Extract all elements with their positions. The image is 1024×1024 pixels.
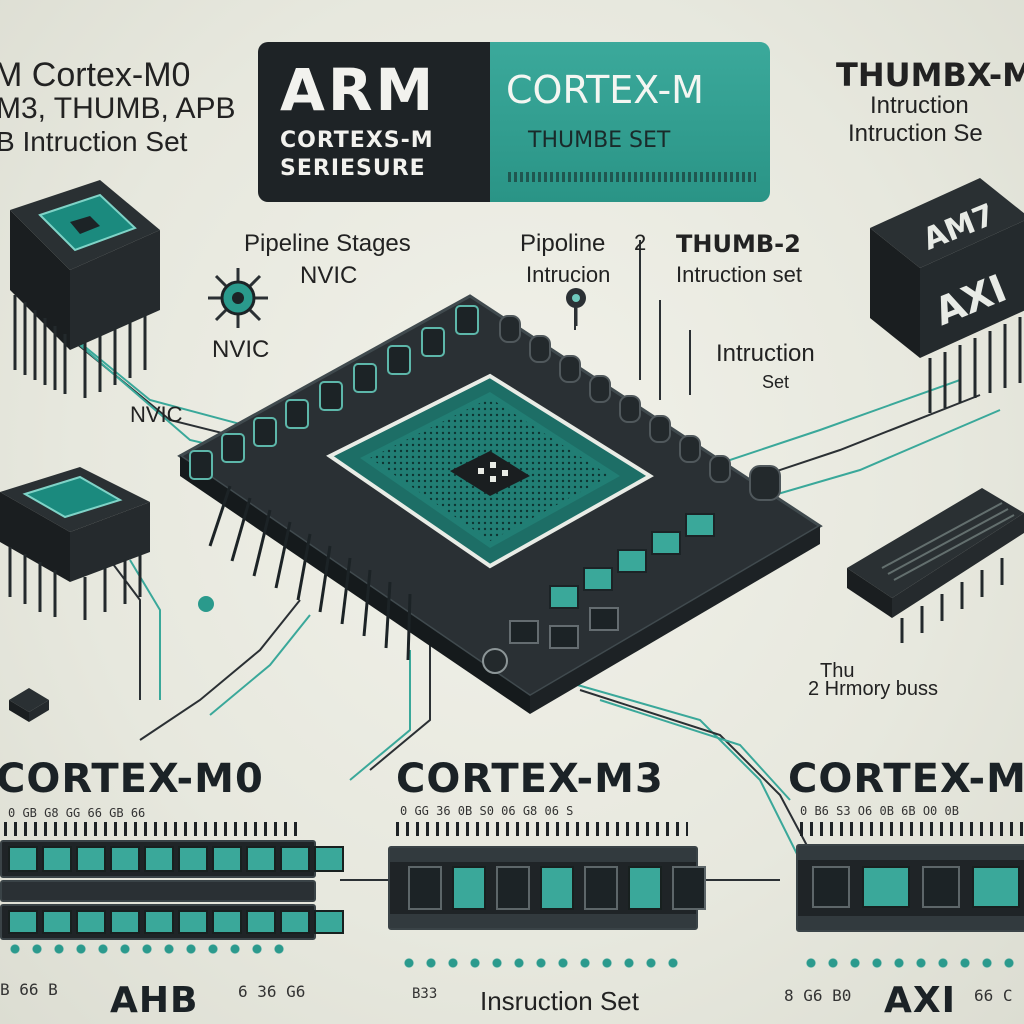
nvic-gear-icon (208, 268, 268, 328)
teal-title: CORTEX-M (506, 68, 704, 112)
m0-top-ticks (4, 822, 304, 836)
m7-dot-row (800, 958, 1024, 968)
label-intrucion: Intrucion (526, 262, 611, 287)
title-dark-block: ARM CORTEXS-M SERIESURE (258, 42, 490, 202)
arm-logo-text: ARM (280, 56, 437, 124)
label-nvic-left: NVIC (212, 336, 270, 363)
label-thumb2-set: Intruction set (676, 262, 802, 287)
top-left-line-1: M Cortex-M0 (0, 56, 191, 94)
label-pipoline: Pipoline (520, 230, 606, 257)
label-nvic-top: NVIC (300, 262, 358, 289)
m0-bottom-numbers-2: 6 36 G6 (238, 982, 306, 1001)
label-pipoline-number: 2 (634, 230, 647, 255)
probe-icon (566, 288, 586, 326)
top-right-line-1: THUMBX-M (836, 56, 1024, 94)
top-left-line-3: B Intruction Set (0, 126, 188, 157)
m3-top-ticks (396, 822, 688, 836)
label-pipeline-stages: Pipeline Stages (244, 230, 411, 257)
label-memory-bus: 2 Hrmory buss (808, 678, 939, 700)
right-axi-chip (870, 178, 1024, 413)
title-subline-1: CORTEXS-M (280, 128, 434, 153)
ahb-label: AHB (110, 980, 199, 1021)
title-subline-2: SERIESURE (280, 156, 426, 181)
m3-title: CORTEX-M3 (396, 756, 664, 802)
teal-dot (198, 596, 214, 612)
m3-dot-row (398, 958, 688, 968)
right-memory-chip (847, 488, 1024, 643)
teal-barcode (508, 172, 756, 182)
central-processor-board (177, 294, 823, 714)
m0-module-row-1 (0, 840, 344, 878)
m3-top-numbers: 0 GG 36 0B S0 06 G8 06 S (400, 804, 574, 818)
m3-module (388, 846, 706, 930)
label-thumb2: THUMB-2 (676, 230, 801, 258)
label-intruction: Intruction (716, 340, 815, 367)
top-right-line-3: Intruction Se (848, 120, 983, 147)
top-right-line-2: Intruction (870, 92, 969, 119)
instruction-set-label: Insruction Set (480, 986, 639, 1016)
m7-bottom-numbers: 8 G6 B0 (784, 986, 852, 1005)
title-panel: ARM CORTEXS-M SERIESURE CORTEX-M THUMBE … (258, 42, 770, 202)
top-left-line-2: M3, THUMB, APB (0, 92, 236, 125)
m0-title: CORTEX-M0 (0, 756, 264, 802)
label-nvic-left-2: NVIC (130, 402, 183, 427)
m7-title: CORTEX-M (788, 756, 1024, 802)
teal-subtitle: THUMBE SET (528, 128, 671, 153)
m0-module-row-2 (0, 880, 316, 902)
m0-bottom-numbers: B 66 B (0, 980, 58, 999)
left-mid-chip (0, 467, 150, 620)
m7-top-ticks (800, 822, 1024, 836)
m0-dot-row (4, 944, 294, 954)
left-top-chip (10, 180, 160, 398)
label-set: Set (762, 372, 790, 392)
m0-top-numbers: 0 GB G8 GG 66 GB 66 (8, 806, 146, 820)
m7-module (796, 844, 1024, 932)
label-thu: Thu (820, 660, 855, 682)
axi-label: AXI (884, 980, 957, 1021)
m7-bottom-numbers-2: 66 C (974, 986, 1013, 1005)
m0-module-row-3 (0, 904, 344, 940)
tiny-chip (9, 688, 49, 722)
m7-top-numbers: 0 B6 S3 O6 0B 6B O0 0B (800, 804, 959, 818)
m3-bottom-numbers: B33 (412, 986, 438, 1002)
